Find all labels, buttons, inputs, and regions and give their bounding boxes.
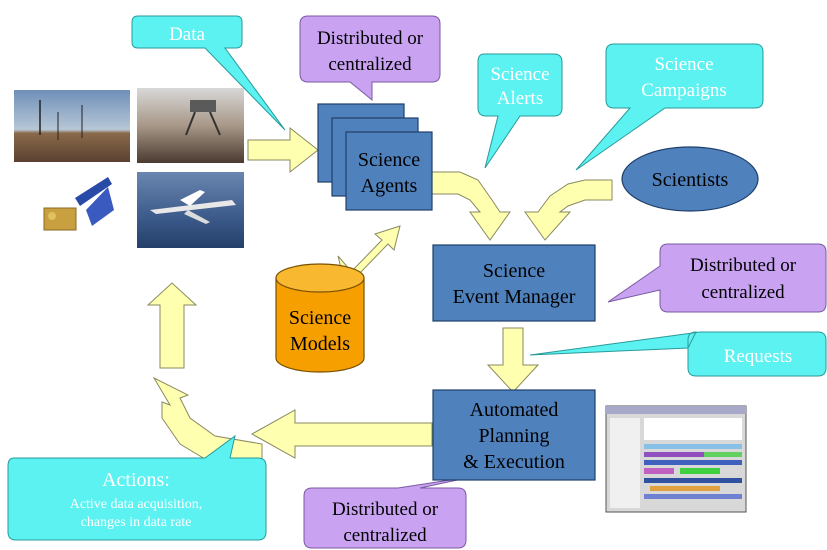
callout-science-alerts: Science Alerts xyxy=(477,53,563,169)
callout-distributed-right: Distributed or centralized xyxy=(607,243,827,313)
callout-data: Data xyxy=(131,15,286,131)
callout-distributed-bottom-line2: centralized xyxy=(343,525,427,546)
callout-distributed-right-line1: Distributed or xyxy=(690,255,797,276)
arrow-scientists-to-event-manager xyxy=(524,179,613,241)
arrow-data-to-agents xyxy=(247,126,319,174)
event-manager-line2: Event Manager xyxy=(453,286,576,308)
science-models-node: Science Models xyxy=(275,263,365,373)
arrow-agents-to-event-manager xyxy=(424,171,511,241)
planner-screenshot-thumbnail xyxy=(605,405,747,513)
callout-science-alerts-line1: Science xyxy=(490,64,549,85)
arrow-up-to-images xyxy=(146,282,198,369)
planning-line2: Planning xyxy=(478,425,549,447)
science-agents-line2: Agents xyxy=(361,175,418,197)
event-manager-line1: Science xyxy=(483,260,545,282)
planning-line3: & Execution xyxy=(463,451,565,473)
callout-actions-title: Actions: xyxy=(102,469,170,491)
callout-actions-line2: changes in data rate xyxy=(81,515,192,530)
planning-line1: Automated xyxy=(470,399,559,421)
callout-distributed-top: Distributed or centralized xyxy=(299,15,441,102)
scientists-node: Scientists xyxy=(621,146,759,212)
callout-actions-line1: Active data acquisition, xyxy=(70,497,203,512)
callout-distributed-bottom: Distributed or centralized xyxy=(303,475,477,549)
callout-data-text: Data xyxy=(169,24,205,45)
callout-requests-text: Requests xyxy=(724,346,793,367)
callout-distributed-bottom-line1: Distributed or xyxy=(332,499,439,520)
satellite-image xyxy=(43,177,114,231)
scientists-label: Scientists xyxy=(652,169,729,191)
arrow-event-manager-to-planning xyxy=(486,327,540,393)
callout-distributed-top-line1: Distributed or xyxy=(317,28,424,49)
aircraft-photo xyxy=(137,172,244,248)
field-station-photo xyxy=(14,90,130,162)
callout-science-alerts-line2: Alerts xyxy=(497,88,543,109)
callout-distributed-top-line2: centralized xyxy=(328,54,412,75)
science-models-line1: Science xyxy=(289,307,351,329)
science-agents-node: Science Agents xyxy=(317,103,433,211)
science-agents-line1: Science xyxy=(358,149,420,171)
arrow-actions-curve-up xyxy=(152,376,263,467)
callout-science-campaigns-line1: Science xyxy=(654,54,713,75)
callout-requests: Requests xyxy=(529,331,827,377)
automated-planning-node: Automated Planning & Execution xyxy=(432,389,596,481)
volcano-rover-photo xyxy=(137,88,244,163)
callout-actions: Actions: Active data acquisition, change… xyxy=(7,434,267,541)
callout-distributed-right-line2: centralized xyxy=(701,282,785,303)
callout-science-campaigns: Science Campaigns xyxy=(575,43,764,171)
science-event-manager-node: Science Event Manager xyxy=(432,244,596,322)
arrow-planning-to-actions xyxy=(250,409,433,459)
science-models-line2: Models xyxy=(290,333,350,355)
callout-science-campaigns-line2: Campaigns xyxy=(641,80,727,101)
